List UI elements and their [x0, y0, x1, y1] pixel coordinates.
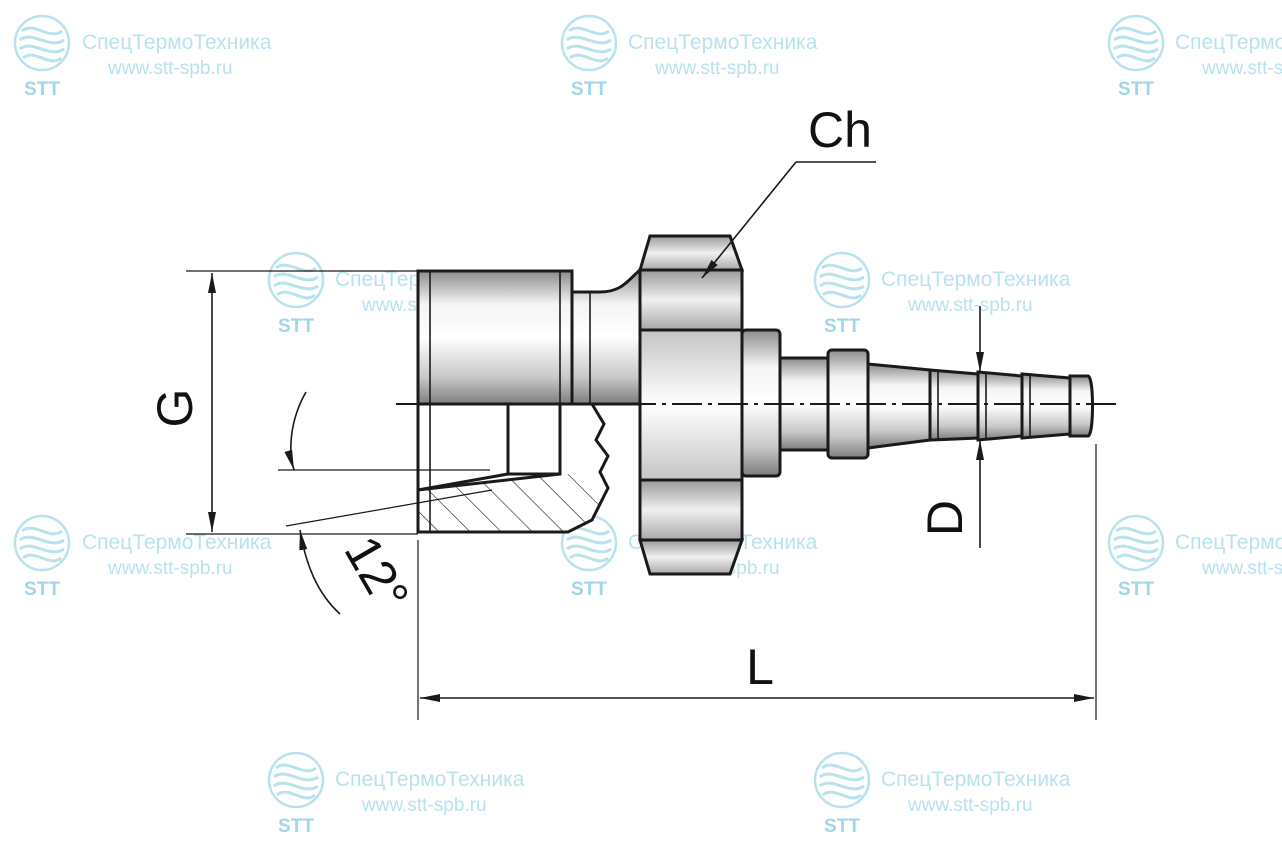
watermark-url: www.stt-spb.ru — [107, 558, 233, 579]
watermark-company: СпецТермоТехника — [881, 268, 1071, 291]
watermark-company: СпецТермоТехника — [82, 31, 272, 54]
watermark: STT СпецТермоТехника www.stt-spb.ru — [13, 14, 272, 100]
section-hatch — [418, 474, 608, 532]
watermark-logo-text: STT — [24, 79, 60, 100]
angle-label: 12° — [334, 527, 420, 620]
watermark-company: СпецТермоТехника — [1175, 531, 1282, 554]
angle-extension-slope — [285, 489, 493, 527]
section-view — [416, 402, 610, 534]
watermark-logo-text: STT — [278, 816, 314, 837]
watermark-url: www.stt-spb.ru — [107, 58, 233, 79]
watermark-url: www.stt-spb.ru — [1201, 558, 1282, 579]
watermark-company: СпецТермоТехника — [82, 531, 272, 554]
watermark-logo-icon — [1107, 514, 1165, 572]
angle-arc-lower — [299, 529, 341, 615]
barb-cone — [866, 362, 932, 450]
bore — [506, 402, 562, 476]
watermark-logo-text: STT — [278, 316, 314, 337]
watermark-logo-text: STT — [824, 816, 860, 837]
watermark-url: www.stt-spb.ru — [907, 295, 1033, 316]
watermark-logo-icon — [267, 251, 325, 309]
d-label: D — [917, 500, 973, 536]
hex-top-chamfer — [637, 234, 745, 272]
threaded-end — [416, 269, 574, 406]
watermark: STT СпецТермоТехника www.stt-spb.ru — [13, 514, 272, 600]
barb-tip — [1068, 374, 1094, 438]
watermark: STT СпецТермоТехника www.stt-spb.ru — [1107, 514, 1282, 600]
l-label: L — [746, 639, 774, 695]
angle-arc-upper — [284, 391, 307, 471]
watermark-url: www.stt-spb.ru — [361, 795, 487, 816]
watermark-logo-text: STT — [1118, 579, 1154, 600]
watermark-company: СпецТермоТехника — [335, 768, 525, 791]
watermark-url: www.stt-spb.ru — [654, 58, 780, 79]
watermark: STT СпецТермоТехника www.stt-spb.ru — [267, 751, 525, 837]
watermark-logo-text: STT — [1118, 79, 1154, 100]
hex-face-top — [638, 268, 744, 332]
watermark-logo-text: STT — [571, 579, 607, 600]
watermark-logo-text: STT — [571, 79, 607, 100]
watermark: STT СпецТермоТехника www.stt-spb.ru — [1107, 14, 1282, 100]
dimension-annotations: G 12° Ch D L — [147, 102, 1097, 720]
watermark-company: СпецТермоТехника — [881, 768, 1071, 791]
neck-upper — [570, 266, 642, 406]
watermark-logo-icon — [560, 14, 618, 72]
ch-label: Ch — [808, 102, 872, 158]
watermark-logo-icon — [813, 751, 871, 809]
hex-bottom-chamfer — [637, 538, 745, 576]
watermark-company: СпецТермоТехника — [628, 31, 818, 54]
hex-face-bottom — [638, 478, 744, 542]
watermark-url: www.stt-spb.ru — [1201, 58, 1282, 79]
thread-cylinder — [416, 269, 574, 406]
watermark: STT СпецТермоТехника www.stt-spb.ru — [813, 251, 1071, 337]
watermark-url: www.stt-spb.ru — [907, 795, 1033, 816]
ch-leader-arrow — [701, 161, 797, 279]
hex-nut — [637, 234, 745, 576]
watermark-company: СпецТермоТехника — [1175, 31, 1282, 54]
watermark: STT СпецТермоТехника www.stt-spb.ru — [813, 751, 1071, 837]
watermark-logo-icon — [13, 14, 71, 72]
watermark: STT СпецТермоТехника www.stt-spb.ru — [560, 14, 818, 100]
barb-cone — [976, 370, 1024, 442]
fitting — [396, 234, 1120, 576]
watermark-logo-icon — [813, 251, 871, 309]
cone-seat — [417, 472, 509, 492]
watermark-logo-text: STT — [824, 316, 860, 337]
watermark-logo-text: STT — [24, 579, 60, 600]
watermark-logo-icon — [13, 514, 71, 572]
watermark-logo-icon — [267, 751, 325, 809]
g-label: G — [147, 389, 203, 428]
watermark-logo-icon — [1107, 14, 1165, 72]
